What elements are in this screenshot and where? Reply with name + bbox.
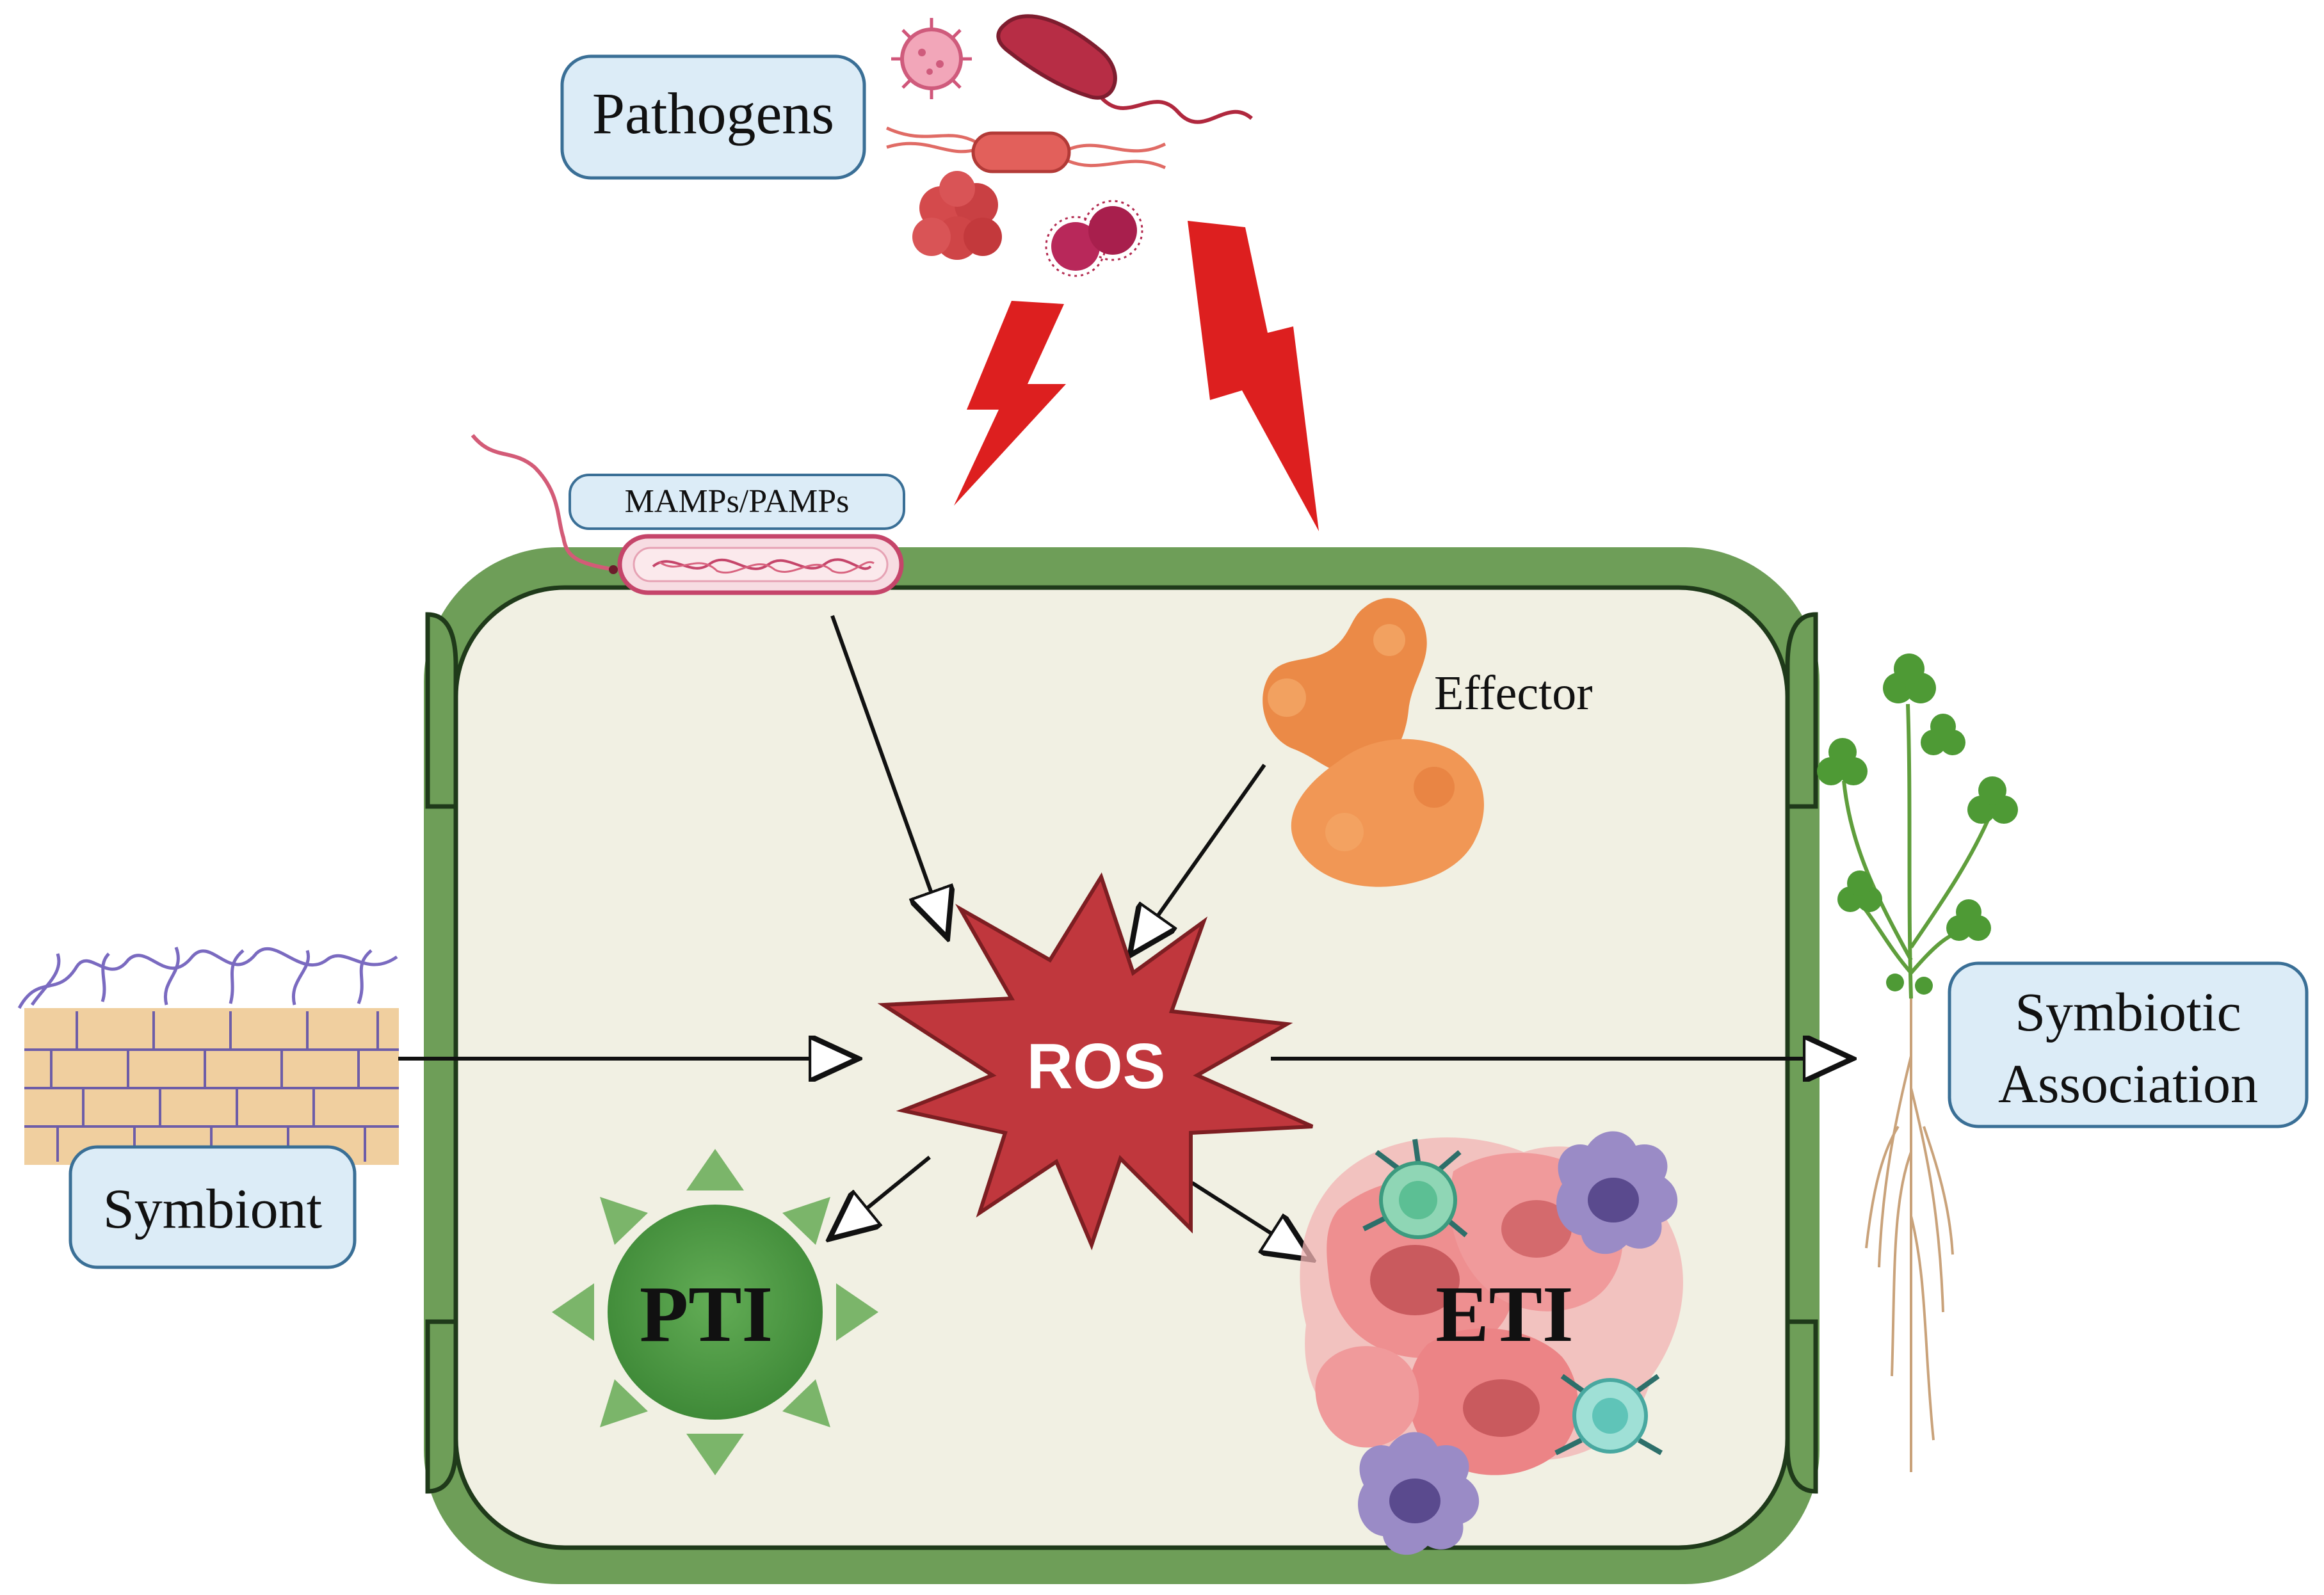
pti-sun-disc [608, 1205, 823, 1420]
mamps-pamps-label: MAMPs/PAMPs [625, 483, 850, 520]
cell-wall-notch-left-lower [425, 1319, 458, 1494]
dendritic-cell-2-icon [1358, 1432, 1480, 1555]
symbiont-label-box: Symbiont [69, 1145, 357, 1269]
cocci-cluster-icon [912, 171, 1002, 260]
cell-wall-notch-right-lower [1785, 1319, 1818, 1494]
mamps-bacterium-icon [471, 434, 904, 595]
ros-label: ROS [1027, 1030, 1166, 1102]
pti-sun-icon [552, 1149, 878, 1475]
pathogens-label: Pathogens [592, 81, 834, 146]
symbiotic-label-line1: Symbiotic [2015, 981, 2241, 1043]
virus-icon [891, 18, 972, 99]
effector-label: Effector [1434, 666, 1593, 720]
diplococcus-icon [1045, 200, 1143, 277]
flagellated-bacterium-icon [885, 126, 1166, 173]
lightning-bolt-right-icon [1188, 221, 1319, 531]
arrow-mamps-to-ros [830, 614, 946, 934]
immune-cell-green-1-icon [1362, 1139, 1468, 1239]
symbiotic-association-label-box: Symbiotic Association [1948, 961, 2309, 1128]
symbiont-label: Symbiont [103, 1178, 322, 1240]
eti-label: ETI [1435, 1270, 1573, 1359]
symbiont-root-icon [17, 947, 399, 1165]
immune-cell-green-2-icon [1554, 1374, 1663, 1455]
cell-wall-notch-right-upper [1785, 612, 1818, 809]
pathogens-label-box: Pathogens [560, 54, 866, 180]
arrow-ros-to-eti [1191, 1181, 1309, 1258]
arrow-ros-to-pti [832, 1155, 931, 1237]
mamps-pamps-label-box: MAMPs/PAMPs [569, 474, 905, 530]
lightning-bolt-left-icon [954, 301, 1066, 506]
bacillus-icon [996, 14, 1253, 124]
eti-cell-cluster-icon [1300, 1131, 1683, 1555]
pti-label: PTI [640, 1270, 773, 1359]
ros-burst: ROS [877, 872, 1314, 1251]
arrow-effector-to-ros [1132, 764, 1266, 952]
ros-star-shape [877, 872, 1314, 1251]
cell-wall-notch-left-upper [425, 612, 458, 809]
dendritic-cell-1-icon [1556, 1131, 1678, 1254]
symbiotic-label-line2: Association [1998, 1053, 2258, 1114]
pathogens-cluster [885, 14, 1253, 277]
arrows [398, 614, 1849, 1258]
effector-protein-icon [1263, 598, 1484, 887]
clover-plant-icon [1817, 653, 2018, 1472]
